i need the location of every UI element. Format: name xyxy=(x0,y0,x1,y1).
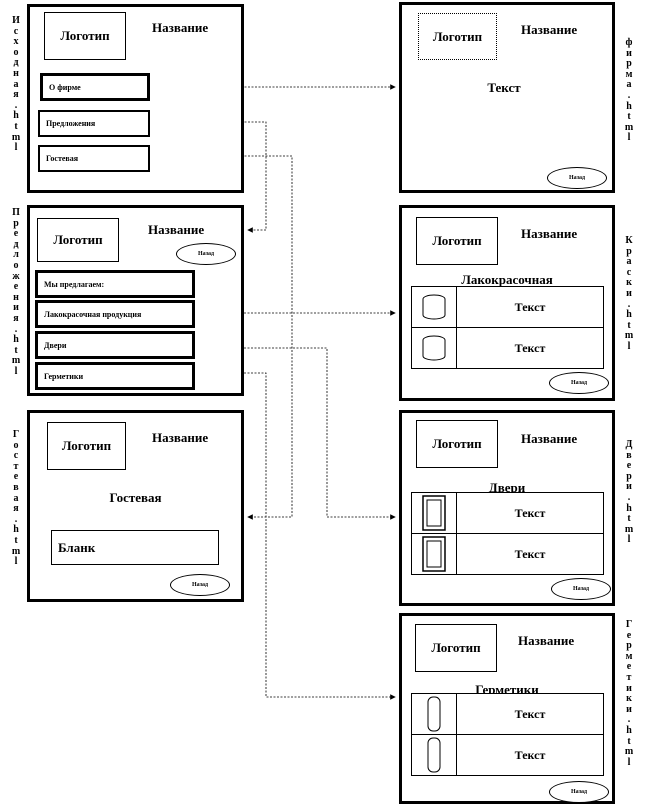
sealant-tube-icon xyxy=(427,696,441,732)
product-text-cell: Текст xyxy=(456,492,604,534)
guest-form[interactable]: Бланк xyxy=(51,530,219,565)
logo-placeholder: Логотип xyxy=(416,217,498,265)
product-text-cell: Текст xyxy=(456,327,604,369)
site-name: Название xyxy=(152,20,209,35)
logo-placeholder: Логотип xyxy=(44,12,126,60)
menu-item-firm[interactable]: О фирме xyxy=(40,73,150,101)
doors-heading: Двери xyxy=(488,480,526,495)
menu-item-sealants[interactable]: Герметики xyxy=(35,362,195,390)
product-text-cell: Текст xyxy=(456,533,604,575)
back-button[interactable]: Назад xyxy=(551,578,611,600)
firm-body-text: Текст xyxy=(487,80,521,95)
paint-can-icon xyxy=(422,335,446,361)
site-name: Название xyxy=(148,222,205,237)
product-image-cell xyxy=(411,734,457,776)
menu-item-guest[interactable]: Гостевая xyxy=(38,145,150,172)
back-button[interactable]: Назад xyxy=(170,574,230,596)
site-name: Название xyxy=(518,633,575,648)
site-name: Название xyxy=(521,226,578,241)
logo-placeholder: Логотип xyxy=(47,422,126,470)
product-image-cell xyxy=(411,286,457,328)
guest-heading: Гостевая xyxy=(109,490,162,505)
back-button[interactable]: Назад xyxy=(176,243,236,265)
site-name: Название xyxy=(521,22,578,37)
door-icon xyxy=(422,495,446,531)
product-image-cell xyxy=(411,693,457,735)
back-button[interactable]: Назад xyxy=(549,372,609,394)
logo-placeholder: Логотип xyxy=(416,420,498,468)
back-button[interactable]: Назад xyxy=(547,167,607,189)
site-name: Название xyxy=(521,431,578,446)
paint-can-icon xyxy=(422,294,446,320)
product-image-cell xyxy=(411,492,457,534)
logo-placeholder: Логотип xyxy=(37,218,119,262)
sealant-tube-icon xyxy=(427,737,441,773)
paints-heading: Лакокрасочная xyxy=(461,272,553,287)
menu-item-offers[interactable]: Предложения xyxy=(38,110,150,137)
door-icon xyxy=(422,536,446,572)
page-firm xyxy=(399,2,615,193)
product-text-cell: Текст xyxy=(456,693,604,735)
product-image-cell xyxy=(411,327,457,369)
product-text-cell: Текст xyxy=(456,734,604,776)
menu-item-we-offer: Мы предлагаем: xyxy=(35,270,195,298)
logo-placeholder: Логотип xyxy=(418,13,497,60)
menu-item-doors[interactable]: Двери xyxy=(35,331,195,359)
product-image-cell xyxy=(411,533,457,575)
product-text-cell: Текст xyxy=(456,286,604,328)
site-name: Название xyxy=(152,430,209,445)
logo-placeholder: Логотип xyxy=(415,624,497,672)
back-button[interactable]: Назад xyxy=(549,781,609,803)
page-guest xyxy=(27,410,244,602)
menu-item-paints[interactable]: Лакокрасочная продукция xyxy=(35,300,195,328)
